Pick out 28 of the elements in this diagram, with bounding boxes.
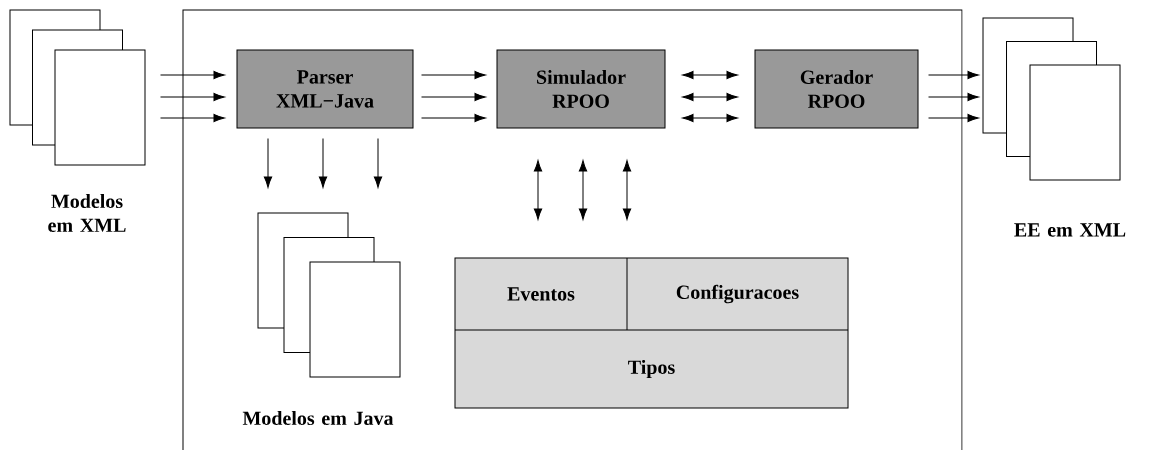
arrow	[928, 70, 979, 80]
arrow	[160, 70, 225, 80]
cell-text: Tipos	[628, 359, 675, 379]
arrow	[622, 160, 632, 220]
arrow	[578, 160, 588, 220]
process-box: Parser XML−Java	[236, 49, 414, 129]
stack-label: EE em XML	[1014, 223, 1126, 237]
stack-label: Modelos em XML	[48, 193, 126, 233]
process-box: Gerador RPOO	[754, 49, 919, 129]
arrow	[160, 92, 225, 102]
arrow	[928, 92, 979, 102]
cell-text: Eventos	[507, 287, 575, 301]
arrow	[421, 113, 486, 123]
cell-text: Configuracoes	[676, 284, 799, 304]
process-box: Simulador RPOO	[496, 49, 666, 129]
arrow	[318, 138, 328, 188]
arrow	[421, 70, 486, 80]
arrow	[421, 92, 486, 102]
arrow	[682, 92, 738, 102]
arrow	[928, 113, 979, 123]
arrow	[263, 138, 273, 188]
arrow	[373, 138, 383, 188]
arrow	[160, 113, 225, 123]
frame	[182, 9, 963, 450]
arrow	[682, 113, 738, 123]
arrow	[682, 70, 738, 80]
arrow	[533, 160, 543, 220]
stack-label: Modelos em Java	[242, 410, 394, 426]
